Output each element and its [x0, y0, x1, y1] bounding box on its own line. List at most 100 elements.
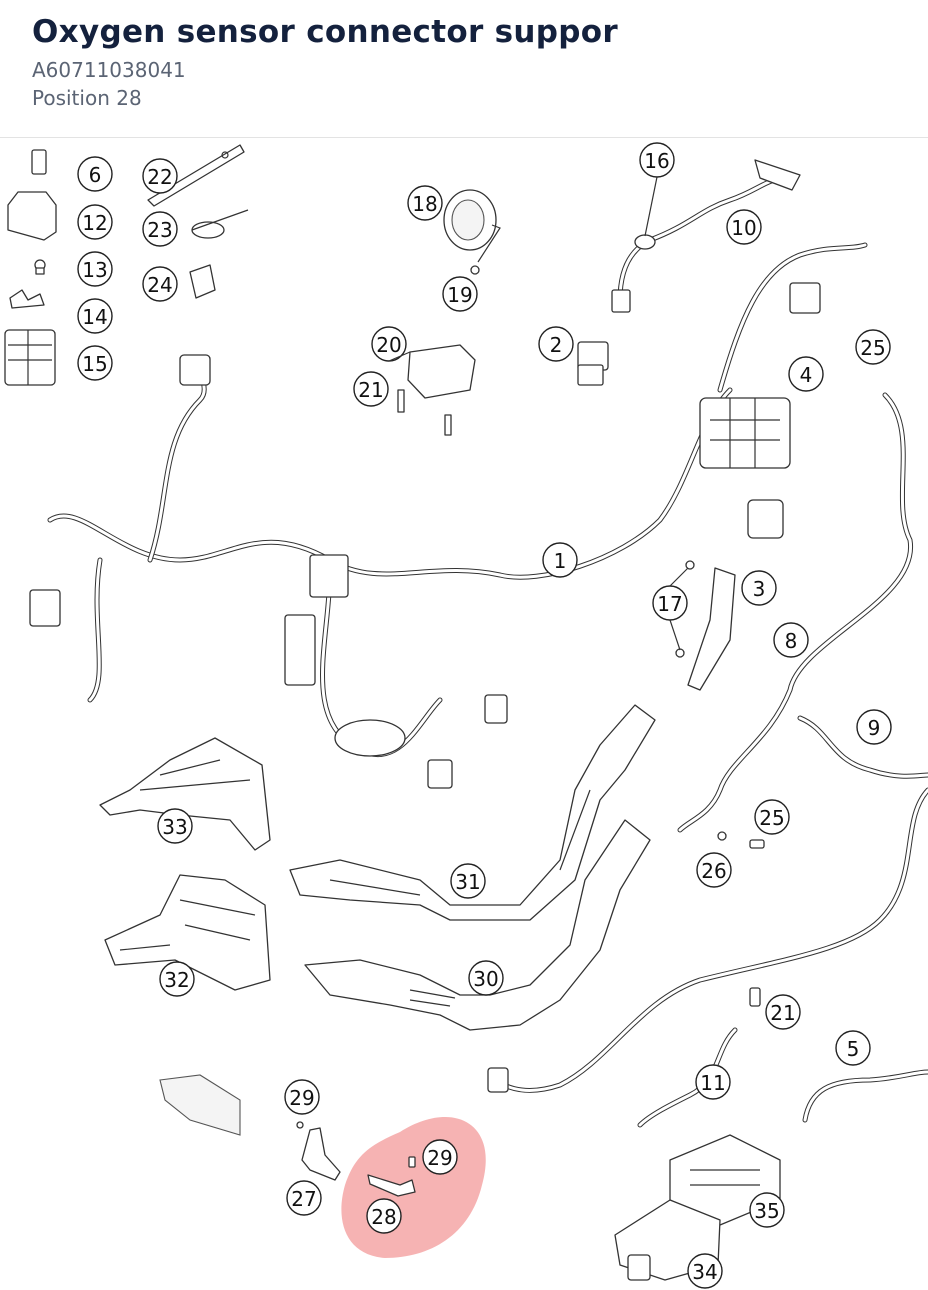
callout-27[interactable]: 27 — [286, 1180, 322, 1216]
callout-24[interactable]: 24 — [142, 266, 178, 302]
callout-26[interactable]: 26 — [696, 852, 732, 888]
leader-lines — [388, 176, 689, 651]
callout-15[interactable]: 15 — [77, 345, 113, 381]
bracket-3 — [675, 560, 736, 691]
cable-8 — [677, 392, 913, 833]
callout-21-bottom[interactable]: 21 — [765, 994, 801, 1030]
svg-text:29: 29 — [289, 1086, 314, 1110]
tray-32 — [104, 874, 271, 991]
header: Oxygen sensor connector suppor A60711038… — [0, 0, 928, 138]
callout-32[interactable]: 32 — [159, 961, 195, 997]
screw-21b — [749, 987, 761, 1007]
svg-text:33: 33 — [162, 815, 187, 839]
callout-19[interactable]: 19 — [442, 276, 478, 312]
cable-11 — [637, 1027, 738, 1128]
callout-21-top[interactable]: 21 — [353, 371, 389, 407]
svg-text:27: 27 — [291, 1187, 316, 1211]
callout-13[interactable]: 13 — [77, 251, 113, 287]
callout-11[interactable]: 11 — [695, 1064, 731, 1100]
cover-30 — [304, 819, 651, 1031]
sensor-cable-10 — [611, 159, 801, 313]
svg-text:25: 25 — [759, 806, 784, 830]
callout-25-top[interactable]: 25 — [855, 329, 891, 365]
svg-text:15: 15 — [82, 352, 107, 376]
svg-text:5: 5 — [847, 1037, 860, 1061]
cable-5 — [802, 1069, 928, 1123]
callout-17[interactable]: 17 — [652, 585, 688, 621]
washer-26 — [717, 831, 765, 849]
bracket-20 — [397, 344, 476, 436]
svg-text:25: 25 — [860, 336, 885, 360]
relay-2 — [577, 341, 609, 386]
svg-text:8: 8 — [785, 629, 798, 653]
part-number: A60711038041 — [32, 58, 186, 82]
callout-31[interactable]: 31 — [450, 863, 486, 899]
callout-35[interactable]: 35 — [749, 1192, 785, 1228]
main-wiring-harness — [29, 242, 868, 789]
svg-text:16: 16 — [644, 149, 669, 173]
svg-text:30: 30 — [473, 967, 498, 991]
svg-text:17: 17 — [657, 592, 682, 616]
svg-text:35: 35 — [754, 1199, 779, 1223]
svg-text:4: 4 — [800, 363, 813, 387]
svg-text:23: 23 — [147, 218, 172, 242]
callout-12[interactable]: 12 — [77, 204, 113, 240]
svg-text:26: 26 — [701, 859, 726, 883]
svg-text:2: 2 — [550, 333, 563, 357]
small-parts-group — [4, 144, 249, 386]
callout-14[interactable]: 14 — [77, 298, 113, 334]
callout-1[interactable]: 1 — [542, 542, 578, 578]
callout-2[interactable]: 2 — [538, 326, 574, 362]
svg-text:13: 13 — [82, 258, 107, 282]
control-module-left — [159, 1074, 241, 1136]
callout-22[interactable]: 22 — [142, 158, 178, 194]
svg-text:34: 34 — [692, 1260, 717, 1284]
callout-8[interactable]: 8 — [773, 622, 809, 658]
callout-10[interactable]: 10 — [726, 209, 762, 245]
callout-16[interactable]: 16 — [639, 142, 675, 178]
svg-text:32: 32 — [164, 968, 189, 992]
oxygen-sensor-connector-support[interactable] — [367, 1156, 416, 1197]
svg-text:24: 24 — [147, 273, 172, 297]
callout-28[interactable]: 28 — [366, 1198, 402, 1234]
callout-4[interactable]: 4 — [788, 356, 824, 392]
svg-text:20: 20 — [376, 333, 401, 357]
callout-25-mid[interactable]: 25 — [754, 799, 790, 835]
cover-31 — [289, 704, 656, 921]
position-label: Position 28 — [32, 86, 142, 110]
svg-text:3: 3 — [753, 577, 766, 601]
cable-9 — [487, 715, 928, 1093]
callout-30[interactable]: 30 — [468, 960, 504, 996]
callout-9[interactable]: 9 — [856, 709, 892, 745]
svg-text:21: 21 — [770, 1001, 795, 1025]
callout-23[interactable]: 23 — [142, 211, 178, 247]
svg-text:28: 28 — [371, 1205, 396, 1229]
bracket-27 — [296, 1121, 341, 1181]
callout-5[interactable]: 5 — [835, 1030, 871, 1066]
callout-34[interactable]: 34 — [687, 1253, 723, 1289]
callout-6[interactable]: 6 — [77, 156, 113, 192]
page-title: Oxygen sensor connector suppor — [32, 14, 618, 50]
callout-labels: 6 12 13 14 15 22 23 24 18 19 20 21 2 16 … — [77, 142, 892, 1289]
svg-text:1: 1 — [554, 549, 567, 573]
svg-text:19: 19 — [447, 283, 472, 307]
callout-29-highlight[interactable]: 29 — [422, 1139, 458, 1175]
callout-29-left[interactable]: 29 — [284, 1079, 320, 1115]
svg-text:29: 29 — [427, 1146, 452, 1170]
callout-18[interactable]: 18 — [407, 185, 443, 221]
callout-33[interactable]: 33 — [157, 808, 193, 844]
svg-text:14: 14 — [82, 305, 107, 329]
callout-20[interactable]: 20 — [371, 326, 407, 362]
svg-text:6: 6 — [89, 163, 102, 187]
callout-3[interactable]: 3 — [741, 570, 777, 606]
exploded-parts-diagram[interactable]: 6 12 13 14 15 22 23 24 18 19 20 21 2 16 … — [0, 138, 928, 1290]
svg-text:18: 18 — [412, 192, 437, 216]
svg-text:11: 11 — [700, 1071, 725, 1095]
svg-text:21: 21 — [358, 378, 383, 402]
horn — [443, 189, 501, 275]
svg-text:9: 9 — [868, 716, 881, 740]
bracket-33 — [99, 737, 271, 851]
svg-text:12: 12 — [82, 211, 107, 235]
svg-text:10: 10 — [731, 216, 756, 240]
svg-text:31: 31 — [455, 870, 480, 894]
